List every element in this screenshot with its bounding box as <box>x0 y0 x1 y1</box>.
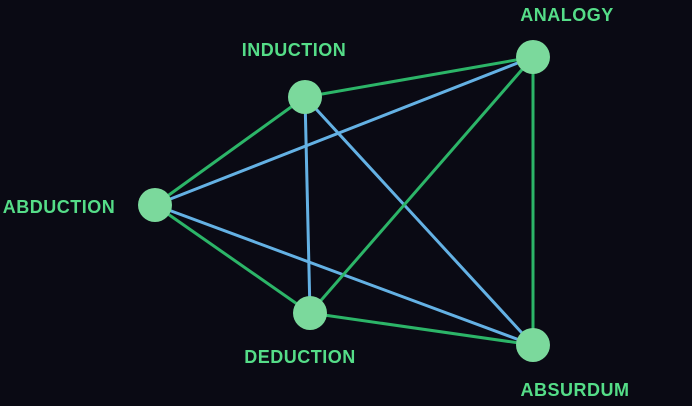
edge-abduction-induction <box>153 95 307 207</box>
node-label-abduction: ABDUCTION <box>3 197 116 217</box>
node-label-induction: INDUCTION <box>242 40 347 60</box>
edge-abduction-deduction <box>153 203 312 315</box>
edge-induction-analogy <box>303 55 535 99</box>
node-abduction <box>138 188 172 222</box>
edge-deduction-analogy <box>308 55 535 315</box>
node-absurdum <box>516 328 550 362</box>
edge-induction-deduction <box>303 95 312 315</box>
node-label-deduction: DEDUCTION <box>244 347 356 367</box>
node-analogy <box>516 40 550 74</box>
edge-induction-absurdum <box>303 95 535 347</box>
edge-deduction-absurdum <box>308 311 535 347</box>
edge-abduction-analogy <box>153 55 535 207</box>
node-induction <box>288 80 322 114</box>
node-label-absurdum: ABSURDUM <box>521 380 630 400</box>
node-label-analogy: ANALOGY <box>520 5 614 25</box>
node-deduction <box>293 296 327 330</box>
